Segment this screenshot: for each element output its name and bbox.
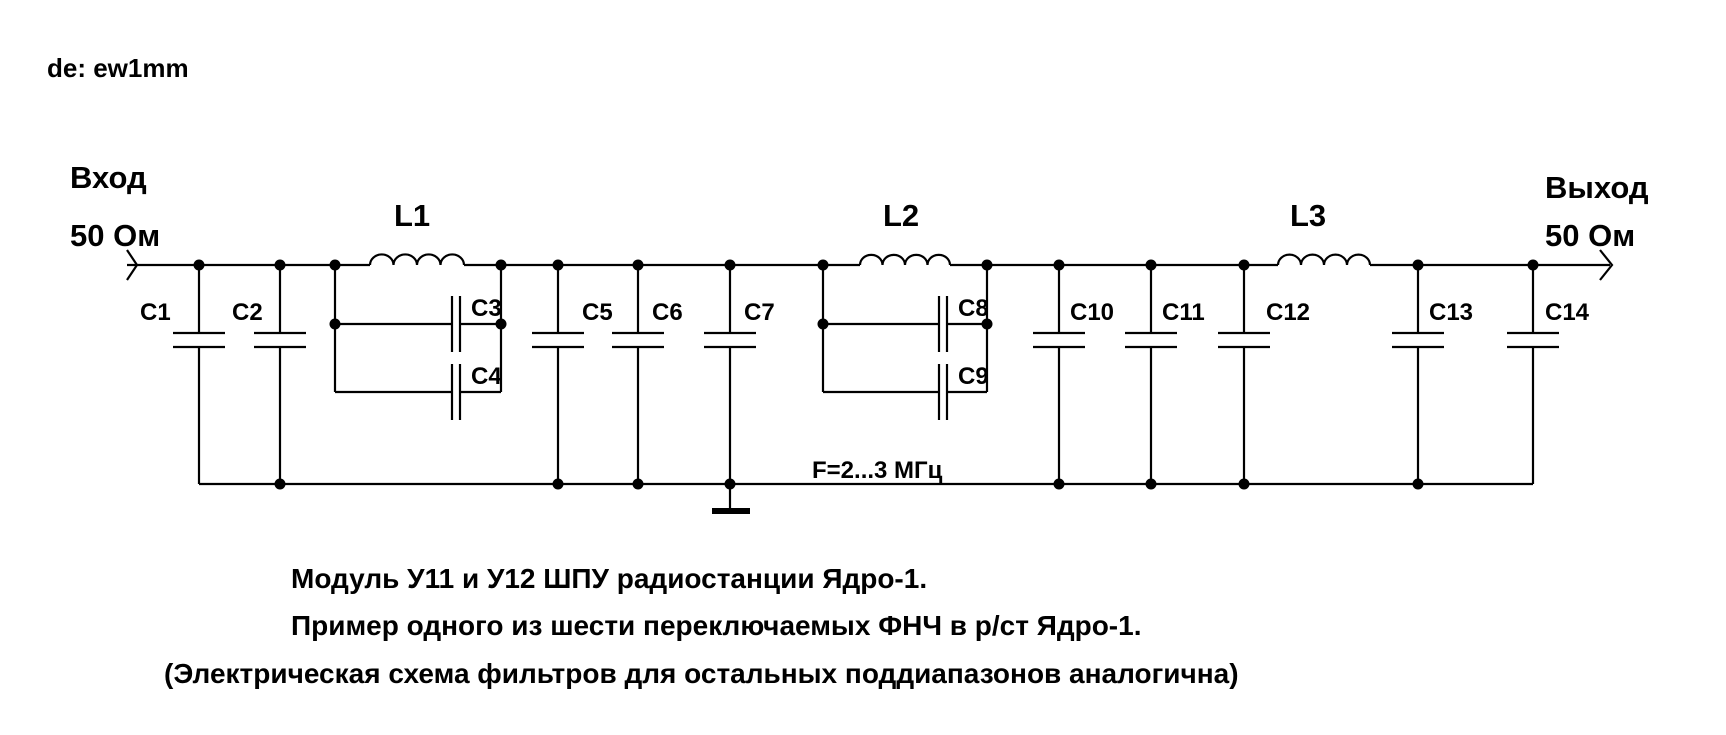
inductor-l1-icon <box>368 253 466 266</box>
junction-dot <box>1053 478 1065 490</box>
author-label: de: ew1mm <box>47 53 189 83</box>
capacitor-label-c9: C9 <box>958 363 989 390</box>
junction-dot <box>632 259 644 271</box>
capacitor-label-c10: C10 <box>1070 299 1114 326</box>
junction-dot <box>981 318 993 330</box>
junction-dot <box>724 478 736 490</box>
inductor-label-l2: L2 <box>883 198 919 233</box>
circuit-wiring <box>126 249 1614 514</box>
junction-dot <box>274 478 286 490</box>
capacitor-label-c14: C14 <box>1545 299 1590 326</box>
junction-dot <box>1053 259 1065 271</box>
input-arrow-icon <box>126 249 139 281</box>
input-label: Вход <box>70 160 147 195</box>
junction-dot <box>724 259 736 271</box>
output-impedance: 50 Ом <box>1545 218 1635 253</box>
capacitor-label-c7: C7 <box>744 299 775 326</box>
frequency-label: F=2...3 МГц <box>812 457 943 484</box>
inductor-l3-icon <box>1276 253 1372 266</box>
inductor-label-l3: L3 <box>1290 198 1326 233</box>
junction-dot <box>329 318 341 330</box>
capacitor-label-c2: C2 <box>232 299 263 326</box>
capacitor-label-c1: C1 <box>140 299 171 326</box>
junction-dot <box>1527 259 1539 271</box>
capacitor-label-c6: C6 <box>652 299 683 326</box>
ground-icon <box>712 508 750 514</box>
capacitor-label-c3: C3 <box>471 295 502 322</box>
junction-dot <box>552 259 564 271</box>
junction-dot <box>632 478 644 490</box>
capacitor-label-c8: C8 <box>958 295 989 322</box>
junction-dot <box>981 259 993 271</box>
junction-dot <box>274 259 286 271</box>
junction-dot <box>552 478 564 490</box>
capacitor-label-c13: C13 <box>1429 299 1473 326</box>
junction-dot <box>495 318 507 330</box>
capacitor-label-c5: C5 <box>582 299 613 326</box>
caption-line-2: Пример одного из шести переключаемых ФНЧ… <box>291 610 1142 641</box>
junction-dot <box>495 259 507 271</box>
junction-dot <box>817 318 829 330</box>
junction-dot <box>329 259 341 271</box>
junction-dot <box>1238 478 1250 490</box>
input-impedance: 50 Ом <box>70 218 160 253</box>
junction-dot <box>1412 478 1424 490</box>
capacitor-label-c11: C11 <box>1162 299 1205 326</box>
junction-dot <box>817 259 829 271</box>
inductor-label-l1: L1 <box>394 198 430 233</box>
capacitor-label-c12: C12 <box>1266 299 1310 326</box>
junction-dot <box>1238 259 1250 271</box>
output-label: Выход <box>1545 170 1649 205</box>
caption-line-1: Модуль У11 и У12 ШПУ радиостанции Ядро-1… <box>291 563 927 594</box>
caption-line-3: (Электрическая схема фильтров для осталь… <box>164 658 1239 689</box>
inductor-l2-icon <box>858 253 952 266</box>
junction-dot <box>1145 478 1157 490</box>
output-arrow-icon <box>1599 249 1614 281</box>
junction-dot <box>1412 259 1424 271</box>
capacitor-label-c4: C4 <box>471 363 502 390</box>
junction-dot <box>1145 259 1157 271</box>
junction-dot <box>193 259 205 271</box>
